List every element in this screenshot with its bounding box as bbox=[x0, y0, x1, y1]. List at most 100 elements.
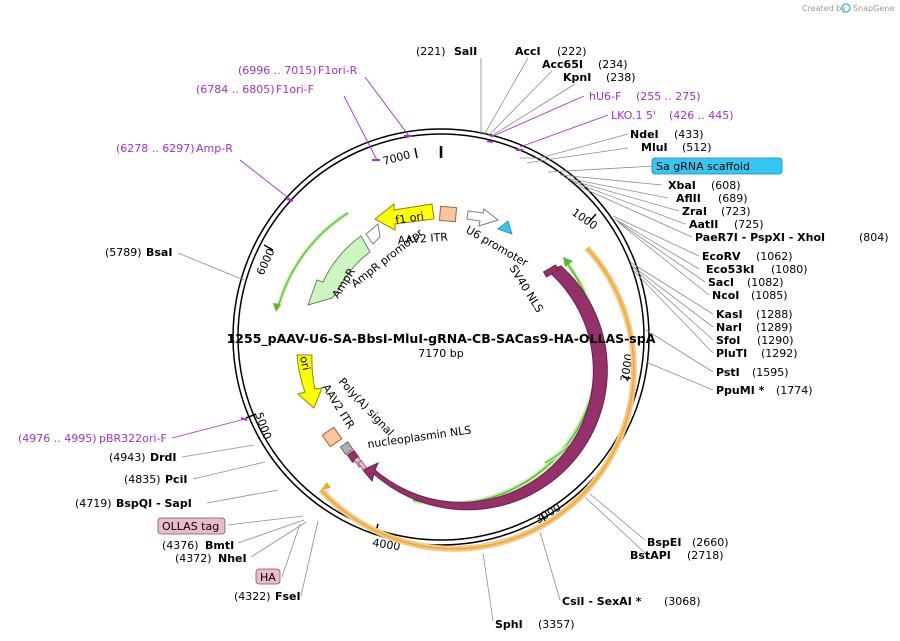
snapgene-logo-icon bbox=[841, 3, 851, 13]
site-pos-xbai: (608) bbox=[711, 179, 741, 192]
ori-feature-arrow bbox=[296, 354, 323, 409]
ha-tag-box bbox=[255, 568, 281, 585]
site-fsei: FseI bbox=[275, 590, 301, 603]
site-pluti: PluTI bbox=[716, 347, 747, 360]
site-pos-ndei: (433) bbox=[674, 128, 704, 141]
site-kpni: KpnI bbox=[563, 71, 591, 84]
plasmid-name: 1255_pAAV-U6-SA-BbsI-MluI-gRNA-CB-SACas9… bbox=[227, 331, 656, 347]
payload-orange-arc-line bbox=[320, 247, 635, 550]
site-pos-bstapi: (2718) bbox=[687, 549, 724, 562]
ha-tag-block bbox=[357, 460, 368, 471]
site-pos-ncoi: (1085) bbox=[751, 289, 788, 302]
site-csii-sexai: CsiI - SexAI * bbox=[562, 595, 642, 608]
ollas-tag-label: OLLAS tag bbox=[162, 520, 219, 533]
backbone-outer-ring bbox=[232, 128, 650, 546]
primer-range-hu6-f: (255 .. 275) bbox=[636, 90, 701, 103]
sacas9-feature-arrow bbox=[362, 265, 608, 511]
primer-pbr322ori-f: pBR322ori-F bbox=[99, 432, 167, 445]
gRNA-scaffold-arrow bbox=[497, 220, 513, 235]
polya-signal-block bbox=[339, 441, 354, 455]
site-pos-sali: (221) bbox=[416, 45, 446, 58]
site-pos-pcii: (4835) bbox=[124, 473, 161, 486]
site-sphi: SphI bbox=[495, 618, 523, 631]
site-pcii: PciI bbox=[165, 473, 187, 486]
backbone-inner-ring bbox=[237, 133, 645, 541]
site-pos-acc65i: (234) bbox=[598, 58, 628, 71]
site-sali: SalI bbox=[454, 45, 477, 58]
u6-promoter-label: U6 promoter bbox=[464, 223, 531, 269]
site-acc65i: Acc65I bbox=[542, 58, 583, 71]
sa-gRNA-scaffold-label: Sa gRNA scaffold bbox=[656, 160, 750, 173]
ruler-label-7000: 7000 bbox=[381, 148, 411, 168]
site-connectors bbox=[177, 57, 714, 622]
site-pos-kpni: (238) bbox=[606, 71, 636, 84]
ampr-feature-arrow bbox=[307, 235, 371, 306]
site-pos-aflii: (689) bbox=[718, 192, 748, 205]
site-aflii: AflII bbox=[676, 192, 701, 205]
site-psti: PstI bbox=[716, 366, 740, 379]
sv40-nls-block bbox=[542, 264, 560, 278]
site-pos-kasi: (1288) bbox=[756, 308, 793, 321]
site-drdi: DrdI bbox=[150, 451, 177, 464]
site-kasi: KasI bbox=[716, 308, 743, 321]
ruler-label-5000: 5000 bbox=[252, 411, 274, 442]
site-pos-bspqi-sapi: (4719) bbox=[75, 497, 112, 510]
left-green-arrowhead bbox=[273, 303, 281, 312]
site-eco53ki: Eco53kI bbox=[706, 263, 754, 276]
site-pos-bsai: (5789) bbox=[105, 246, 142, 259]
aav2-itr-top-block bbox=[438, 205, 458, 223]
site-bmti: BmtI bbox=[205, 539, 234, 552]
site-pos-ppumi: (1774) bbox=[776, 384, 813, 397]
site-ppumi: PpuMI * bbox=[716, 384, 765, 397]
site-nari: NarI bbox=[716, 321, 742, 334]
site-pos-sfoi: (1290) bbox=[757, 334, 794, 347]
site-aatii: AatII bbox=[689, 218, 718, 231]
ollas-tag-box bbox=[157, 517, 226, 535]
site-ncoi: NcoI bbox=[712, 289, 739, 302]
snapgene-brand: SnapGene bbox=[853, 4, 894, 13]
site-xbai: XbaI bbox=[668, 179, 696, 192]
site-pos-bspei: (2660) bbox=[692, 536, 729, 549]
aav2-itr-top-label: AAV2 ITR bbox=[397, 230, 448, 247]
site-pos-zrai: (723) bbox=[721, 205, 751, 218]
cb-green-arc-line bbox=[412, 261, 599, 505]
f1-ori-arrow bbox=[374, 202, 435, 231]
primer-connectors bbox=[171, 76, 609, 439]
sa-gRNA-scaffold-box bbox=[651, 157, 783, 175]
primer-hu6-f: hU6-F bbox=[589, 90, 621, 103]
u6-promoter-arrow bbox=[466, 208, 500, 227]
site-acci: AccI bbox=[515, 45, 541, 58]
payload-orange-arrowhead bbox=[321, 482, 331, 490]
site-pos-sphi: (3357) bbox=[538, 618, 575, 631]
site-pos-pluti: (1292) bbox=[761, 347, 798, 360]
ori-label: ori bbox=[297, 355, 313, 372]
site-pos-ecorv: (1062) bbox=[756, 250, 793, 263]
site-pos-acci: (222) bbox=[557, 45, 587, 58]
site-pos-eco53ki: (1080) bbox=[771, 263, 808, 276]
primer-lko1-5: LKO.1 5' bbox=[611, 109, 656, 122]
left-green-arc-line bbox=[277, 212, 349, 309]
primer-amp-r: Amp-R bbox=[196, 142, 233, 155]
site-pos-saci: (1082) bbox=[747, 276, 784, 289]
cb-green-arc bbox=[412, 260, 601, 507]
site-pos-csii-sexai: (3068) bbox=[664, 595, 701, 608]
cb-green-arrowhead bbox=[563, 257, 573, 267]
created-by-label: Created by bbox=[802, 4, 846, 13]
ha-tag-label: HA bbox=[260, 571, 276, 584]
site-bsai: BsaI bbox=[146, 246, 172, 259]
primer-range-f1ori-r: (6996 .. 7015) bbox=[238, 64, 317, 77]
site-sfoi: SfoI bbox=[716, 334, 740, 347]
site-pos-bmti: (4376) bbox=[162, 539, 199, 552]
site-bstapi: BstAPI bbox=[630, 549, 671, 562]
site-pos-mlui: (512) bbox=[682, 141, 712, 154]
site-mlui: MluI bbox=[641, 141, 668, 154]
primer-range-f1ori-f: (6784 .. 6805) bbox=[196, 83, 275, 96]
site-pos-paer7i-pspxi-xhoi: (804) bbox=[859, 231, 889, 244]
site-pos-drdi: (4943) bbox=[109, 451, 146, 464]
f1-ori-label: f1 ori bbox=[394, 210, 424, 227]
sv40-nls-label: SV40 NLS bbox=[506, 263, 545, 315]
site-nhei: NheI bbox=[218, 552, 247, 565]
site-ndei: NdeI bbox=[630, 128, 659, 141]
ampr-promoter-arrow bbox=[365, 223, 381, 245]
